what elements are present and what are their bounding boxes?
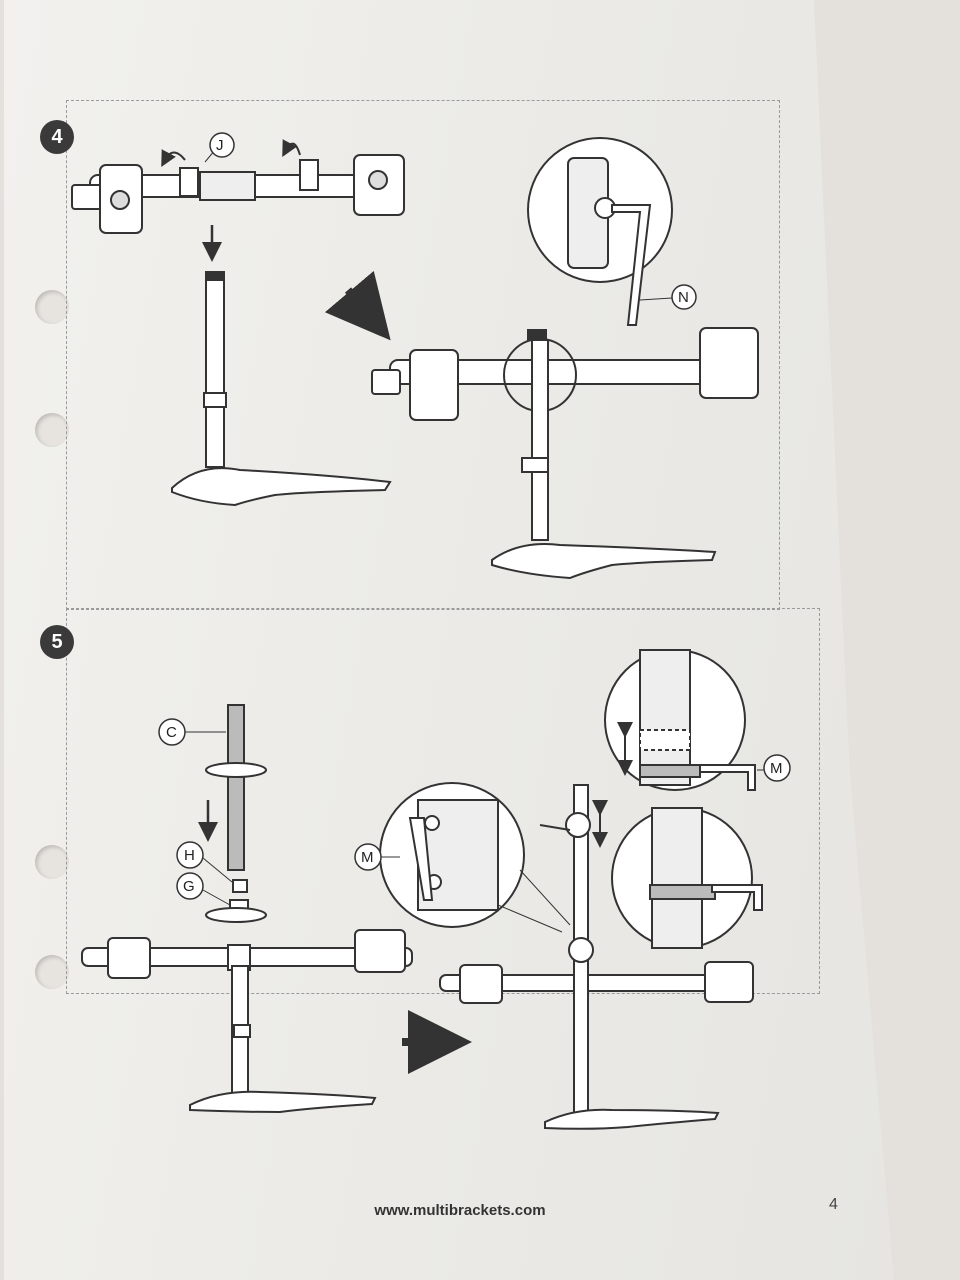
punch-hole — [35, 845, 69, 879]
detail-M-circle-top-right — [604, 649, 756, 791]
punch-hole — [35, 290, 69, 324]
callout-M-left: M — [354, 843, 400, 871]
callout-H: H — [176, 841, 233, 883]
callout-M-right: M — [757, 754, 791, 782]
callout-G: G — [176, 872, 231, 906]
step-4-crossbar-top — [71, 154, 405, 234]
step-5-stand-right — [439, 784, 754, 1130]
step-4-badge: 4 — [40, 120, 74, 154]
callout-C: C — [158, 718, 226, 746]
step-5-frame — [66, 608, 820, 994]
punch-hole — [35, 413, 69, 447]
page-number: 4 — [829, 1196, 838, 1213]
detail-M-circle-left — [379, 782, 525, 928]
step-4-frame — [66, 100, 780, 610]
callout-N: N — [639, 284, 697, 310]
footer-url: www.multibrackets.com — [374, 1202, 546, 1219]
step-5-pole — [205, 704, 267, 923]
detail-circle-bottom-right — [611, 807, 763, 949]
step-5-stand-left — [81, 929, 413, 1114]
step-5-badge: 5 — [40, 625, 74, 659]
svg-text:M: M — [361, 849, 374, 866]
svg-text:M: M — [770, 760, 783, 777]
svg-text:N: N — [678, 289, 689, 306]
step-4-assembled — [371, 327, 759, 580]
callout-J: J — [204, 132, 235, 163]
step-4-pole — [171, 271, 392, 507]
svg-text:H: H — [184, 847, 195, 864]
svg-text:J: J — [216, 137, 224, 154]
punch-hole — [35, 955, 69, 989]
svg-text:G: G — [183, 878, 195, 895]
detail-N-circle — [527, 137, 673, 326]
svg-text:C: C — [166, 724, 177, 741]
